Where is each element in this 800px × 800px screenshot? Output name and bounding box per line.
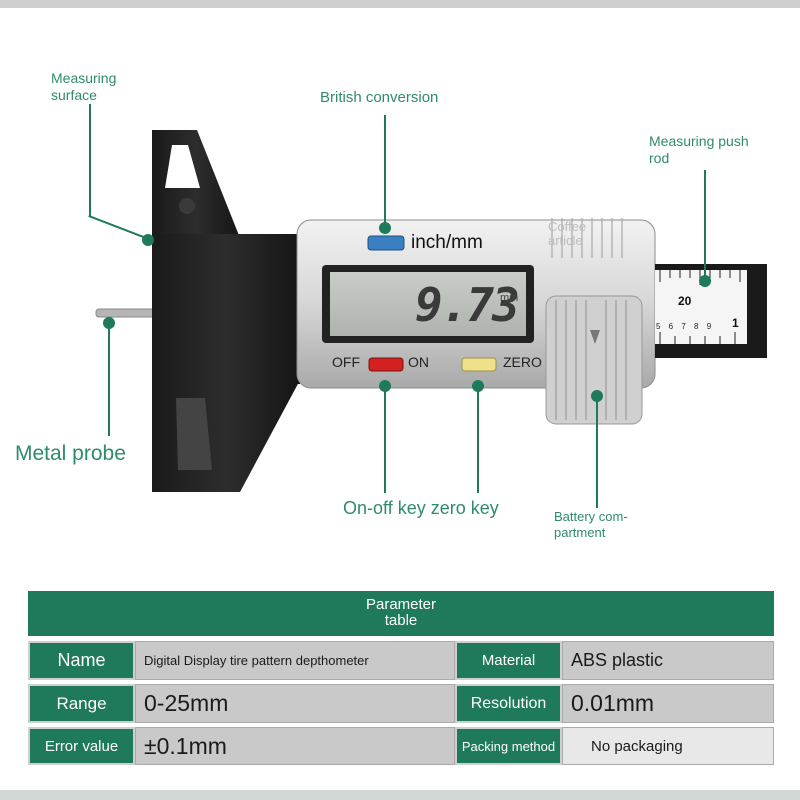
table-value-material: ABS plastic — [562, 641, 774, 680]
table-key-resolution: Resolution — [455, 684, 562, 723]
leader-line — [384, 385, 386, 493]
table-key-error-value: Error value — [28, 727, 135, 765]
parameter-table-title: Parameter table — [365, 596, 437, 629]
leader-line — [596, 400, 598, 508]
callout-measuring-push-rod: Measuring push rod — [649, 133, 749, 166]
table-key-name: Name — [28, 641, 135, 680]
leader-line — [108, 322, 110, 436]
watermark: Coffee article — [548, 219, 587, 249]
ruler-one: 1 — [732, 316, 739, 330]
top-divider — [0, 0, 800, 8]
on-label: ON — [408, 354, 429, 370]
leader-line — [384, 115, 386, 227]
parameter-table-header: Parameter table — [28, 591, 774, 636]
callout-measuring-surface: Measuring surface — [51, 70, 117, 103]
power-button — [368, 357, 404, 372]
table-key-material: Material — [455, 641, 562, 680]
callout-dot — [379, 380, 391, 392]
table-value-packing-method: No packaging — [562, 727, 774, 765]
bottom-divider — [0, 790, 800, 800]
table-key-packing-method: Packing method — [455, 727, 562, 765]
table-value-error-value: ±0.1mm — [135, 727, 455, 765]
callout-dot — [103, 317, 115, 329]
table-value-range: 0-25mm — [135, 684, 455, 723]
unit-toggle-button — [367, 235, 405, 251]
metal-probe — [95, 308, 157, 318]
callout-dot — [379, 222, 391, 234]
lcd-screen — [330, 272, 526, 336]
gauge-body — [152, 234, 300, 384]
leader-line — [477, 385, 479, 493]
table-value-resolution: 0.01mm — [562, 684, 774, 723]
callout-dot — [699, 275, 711, 287]
callout-on-off-zero-key: On-off key zero key — [343, 498, 499, 518]
table-key-range: Range — [28, 684, 135, 723]
callout-dot — [142, 234, 154, 246]
callout-metal-probe: Metal probe — [15, 442, 126, 465]
battery-compartment — [545, 295, 643, 425]
tire-depth-gauge-illustration — [95, 130, 767, 492]
zero-label: ZERO — [503, 354, 542, 370]
callout-dot — [591, 390, 603, 402]
table-value-name: Digital Display tire pattern depthometer — [135, 641, 455, 680]
ruler-scale: 5 6 7 8 9 — [656, 322, 715, 331]
off-label: OFF — [332, 354, 360, 370]
lcd-unit: mm — [500, 292, 519, 304]
zero-button — [461, 357, 497, 372]
callout-battery-compartment: Battery com- partment — [554, 509, 628, 540]
callout-british-conversion: British conversion — [320, 89, 439, 106]
unit-toggle-label: inch/mm — [411, 232, 483, 253]
leader-line — [704, 170, 706, 278]
callout-dot — [472, 380, 484, 392]
lcd-reading: 9.73 — [415, 278, 520, 332]
ruler-number: 20 — [678, 294, 692, 308]
leader-line — [89, 104, 91, 216]
